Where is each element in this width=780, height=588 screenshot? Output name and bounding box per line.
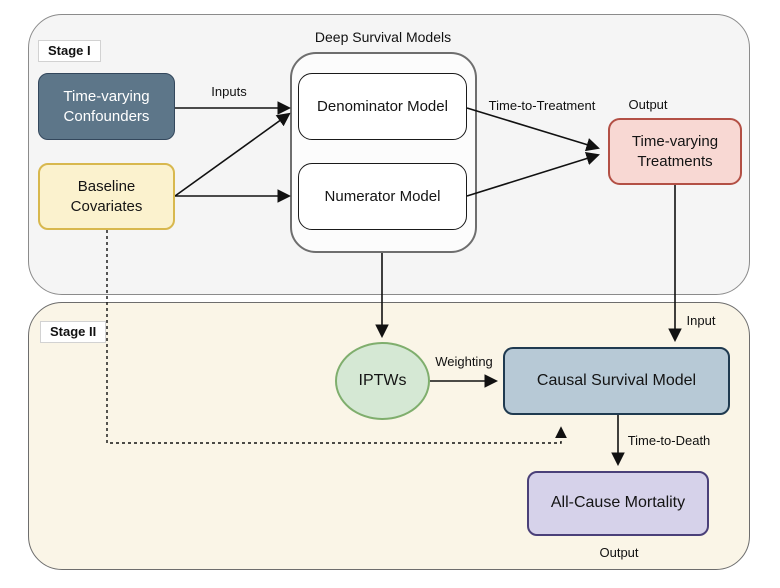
- edge-label-weighting: Weighting: [435, 354, 493, 369]
- edge-label-output-stage1: Output: [628, 97, 668, 112]
- edge-label-output-stage2: Output: [599, 545, 639, 560]
- edge-label-time-to-death: Time-to-Death: [627, 433, 711, 448]
- deep-survival-models-title: Deep Survival Models: [314, 29, 452, 45]
- node-numerator-model: Numerator Model: [298, 163, 467, 230]
- edge-baseline-to-denominator: [174, 112, 291, 197]
- edge-label-time-to-treatment: Time-to-Treatment: [488, 98, 596, 113]
- node-baseline-covariates: Baseline Covariates: [38, 163, 175, 230]
- node-time-varying-confounders: Time-varying Confounders: [38, 73, 175, 140]
- node-causal-survival-model: Causal Survival Model: [503, 347, 730, 415]
- edge-numerator-to-treatments: [466, 151, 600, 197]
- edge-baseline-to-causal-model-dashed: [106, 230, 567, 444]
- stage2-label: Stage II: [40, 321, 107, 344]
- node-all-cause-mortality: All-Cause Mortality: [527, 471, 709, 536]
- edge-label-input: Input: [686, 313, 716, 328]
- node-denominator-model: Denominator Model: [298, 73, 467, 140]
- edge-denominator-to-treatments: [466, 107, 600, 152]
- node-time-varying-treatments: Time-varying Treatments: [608, 118, 742, 185]
- edge-label-inputs: Inputs: [211, 84, 247, 99]
- node-iptws: IPTWs: [335, 342, 430, 420]
- stage1-label: Stage I: [38, 40, 101, 63]
